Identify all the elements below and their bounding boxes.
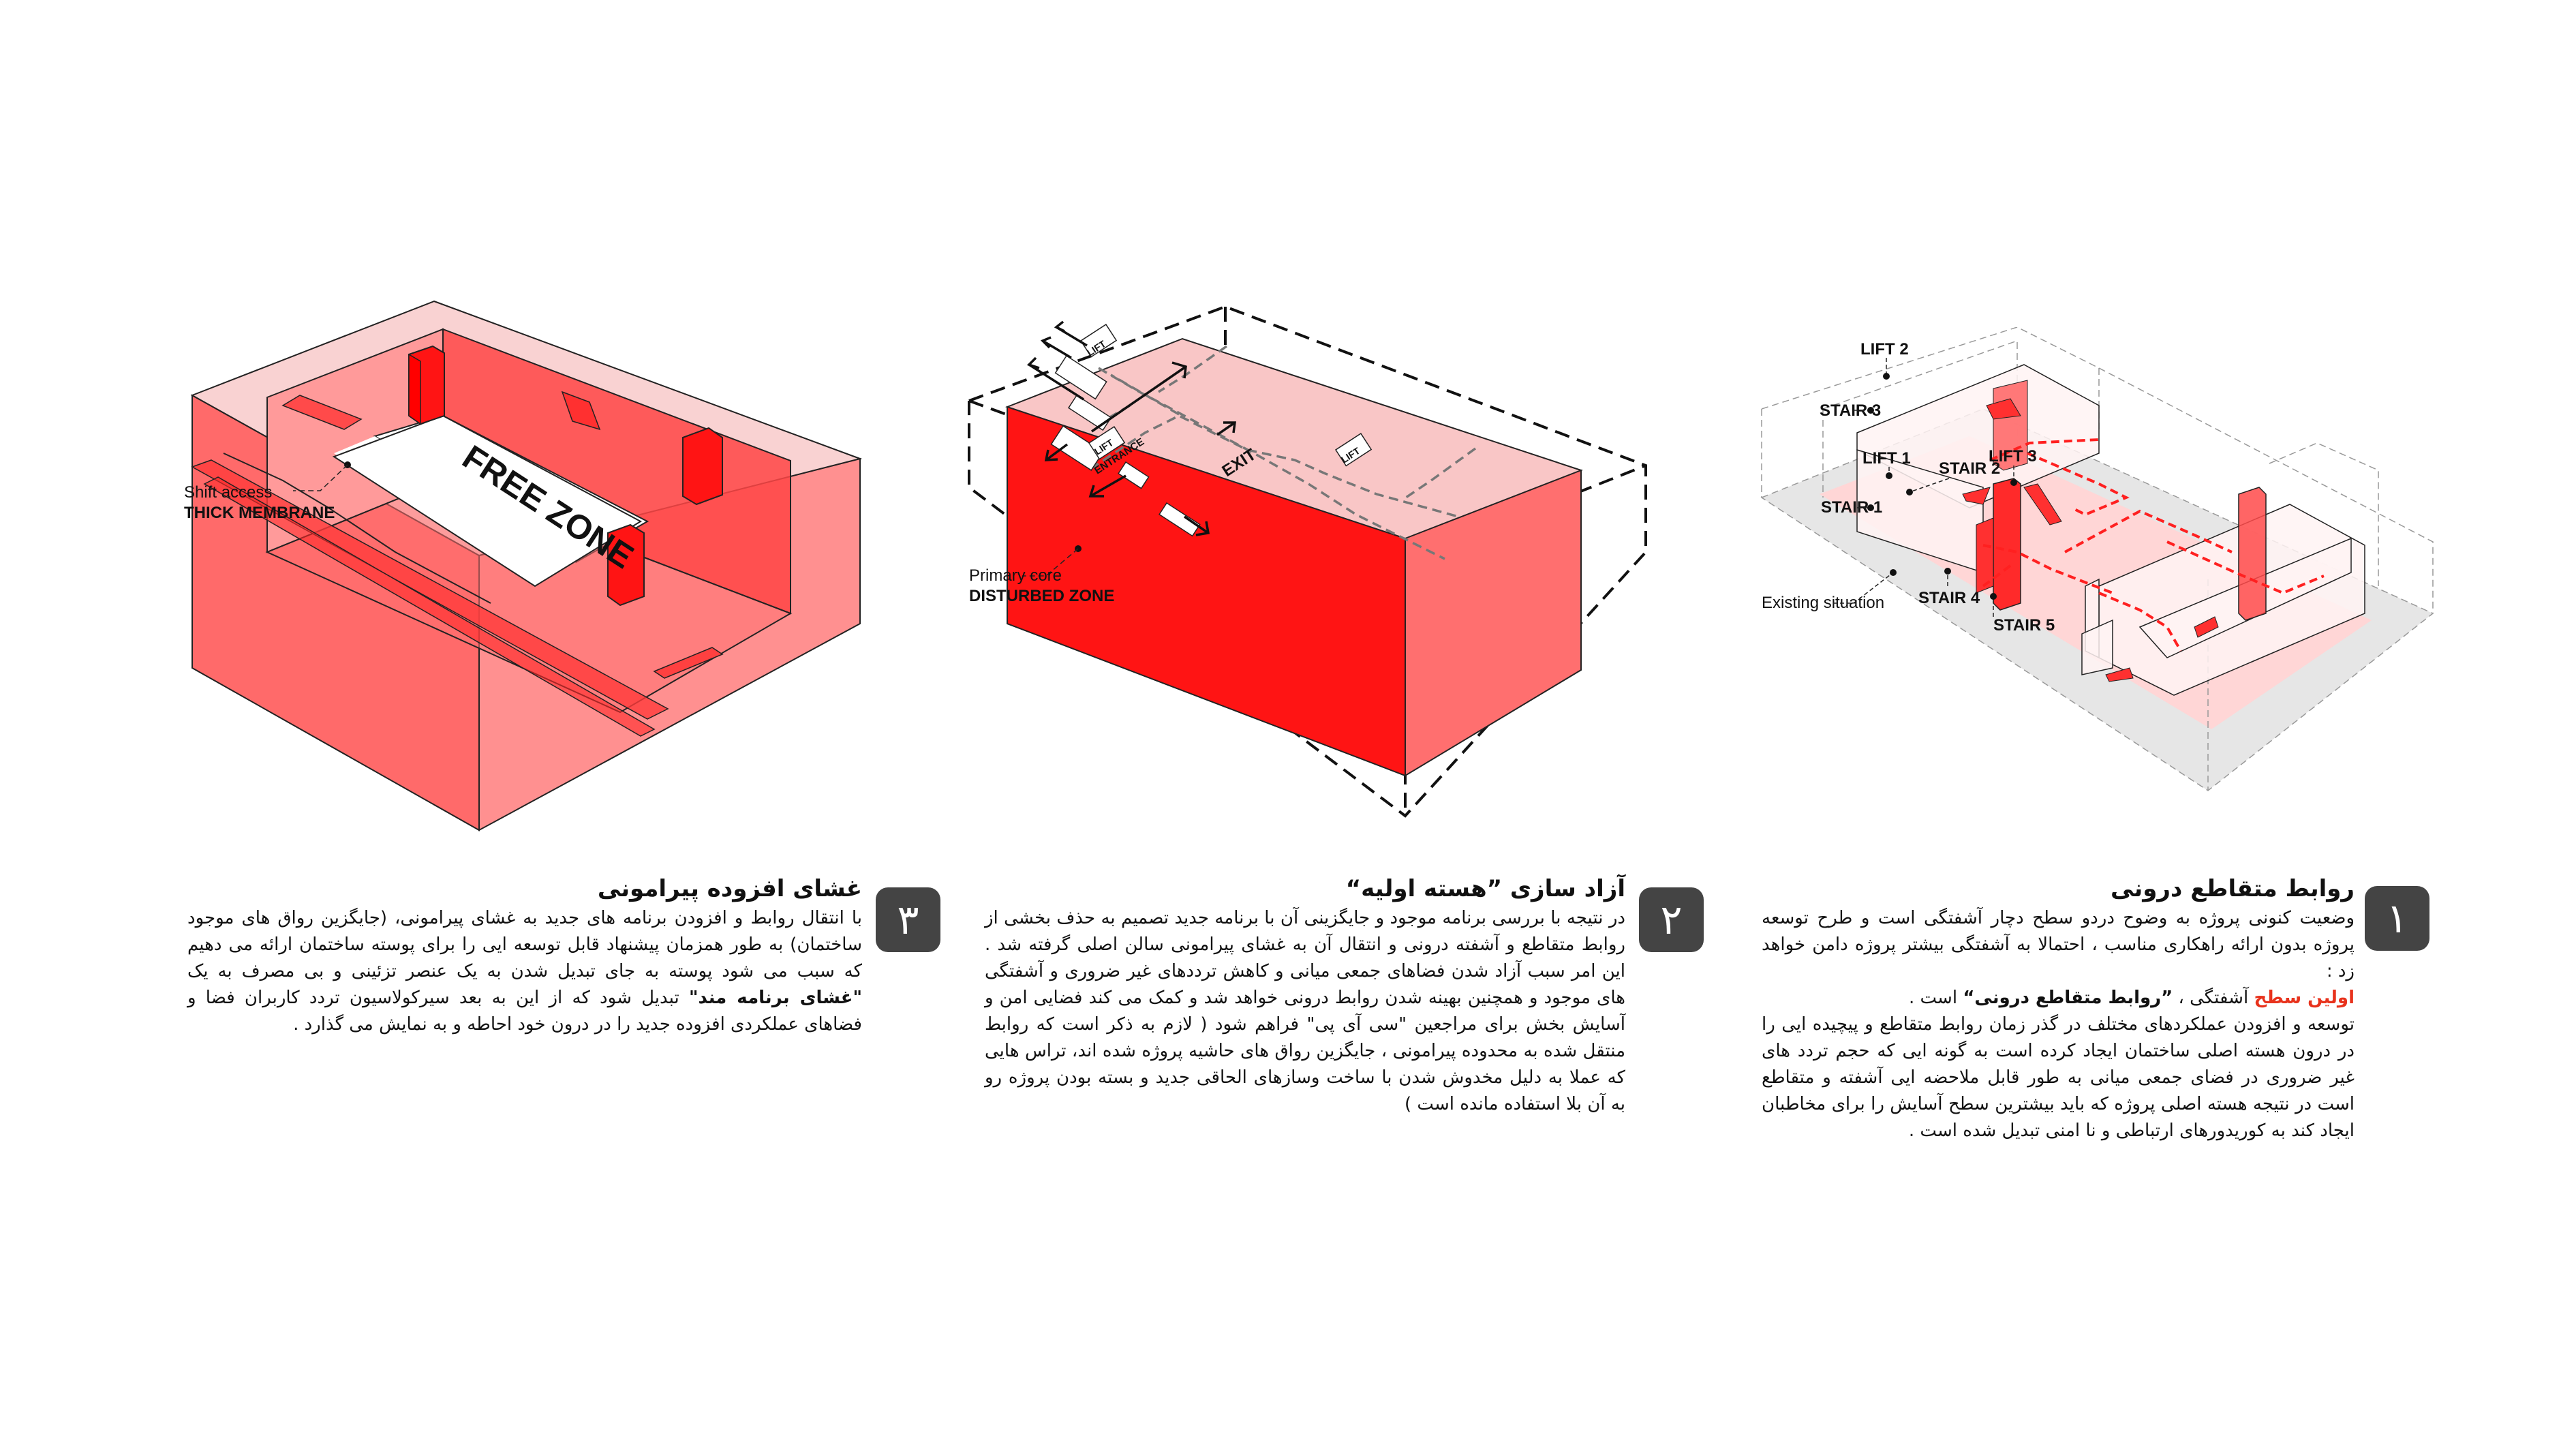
diagram-existing-situation: LIFT 2 STAIR 3 LIFT 1 STAIR 2 LIFT 3 STA… [1758,327,2440,845]
existing-situation-label: Existing situation [1762,594,1884,612]
stair-2-label: STAIR 2 [1939,459,2000,478]
first-level-highlight: اولین سطح [2254,988,2355,1008]
section-2-free-primary-core: آزاد سازی ”هسته اولیه“ در نتیجه با بررسی… [985,872,1625,1118]
highlight-end: است . [1908,988,1963,1008]
section-2-number-badge: ۲ [1639,887,1704,952]
section-3-title: غشای افزوده پیرامونی [597,875,862,902]
section-3-body-part2: تبدیل شود که از این به بعد سیرکولاسیون ت… [187,988,862,1035]
disturbed-zone-illustration: LIFT LIFT LIFT ENTRANCE EXIT Primary cor… [968,305,1647,818]
disturbed-zone-label: DISTURBED ZONE [969,587,1114,605]
section-3-added-peripheral-membrane: غشای افزوده پیرامونی با انتقال روابط و ا… [187,872,862,1038]
internal-cross-relations-emphasis: ”روابط متقاطع درونی“ [1963,988,2173,1008]
section-3-body: با انتقال روابط و افزودن برنامه های جدید… [187,905,862,1038]
shift-access-label: Shift access [184,483,272,502]
diagram-disturbed-zone: LIFT LIFT LIFT ENTRANCE EXIT Primary cor… [954,300,1670,832]
section-1-intro: وضعیت کنونی پروژه به وضوح دردو سطح دچار … [1762,908,2355,981]
thick-membrane-illustration: FREE ZONE Shift access THICK MEMBRANE [184,300,863,832]
lift-3-label: LIFT 3 [1989,447,2037,466]
lift-1-label: LIFT 1 [1862,449,1911,468]
stair-4-label: STAIR 4 [1918,589,1980,607]
diagram-thick-membrane: FREE ZONE Shift access THICK MEMBRANE [177,293,886,832]
section-1-body: توسعه و افزودن عملکردهای مختلف در گذر زم… [1762,1014,2355,1141]
section-3-number-badge: ۳ [876,887,940,952]
highlight-connector: آشفتگی ، [2173,988,2254,1008]
programmed-membrane-emphasis: "غشای برنامه مند" [689,988,863,1008]
section-2-body: در نتیجه با بررسی برنامه موجود و جایگزین… [985,908,1625,1114]
lift-2-label: LIFT 2 [1860,340,1909,359]
stair-5-label: STAIR 5 [1993,616,2055,635]
lift-1-core [1993,478,2021,611]
thick-membrane-label: THICK MEMBRANE [184,504,335,522]
lift-3-core [2238,487,2267,621]
lift-box-1 [1079,323,1118,358]
primary-core-label: Primary core [969,566,1062,585]
section-1-highlight-line: اولین سطح آشفتگی ، ”روابط متقاطع درونی“ … [1762,985,2355,1011]
section-2-title: آزاد سازی ”هسته اولیه“ [1345,875,1625,902]
section-1-internal-cross-relations: روابط متقاطع درونی وضعیت کنونی پروژه به … [1762,872,2355,1144]
section-1-number-badge: ۱ [2365,886,2429,951]
existing-situation-illustration: LIFT 2 STAIR 3 LIFT 1 STAIR 2 LIFT 3 STA… [1760,327,2434,791]
section-1-title: روابط متقاطع درونی [2111,875,2355,902]
section-3-body-part1: با انتقال روابط و افزودن برنامه های جدید… [187,908,862,981]
